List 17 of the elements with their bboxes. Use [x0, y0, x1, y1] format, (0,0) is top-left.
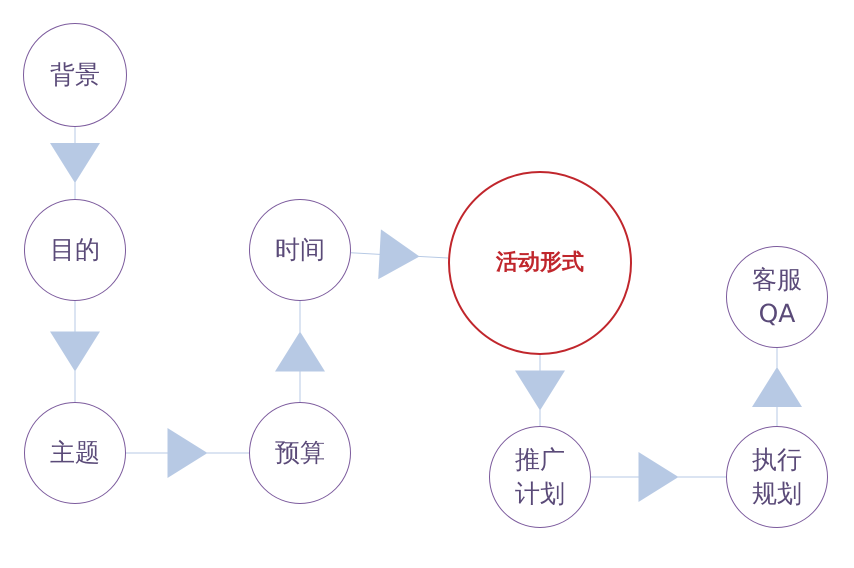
circle-node: 目的	[24, 199, 126, 301]
arrow	[515, 354, 565, 426]
arrow	[590, 452, 726, 502]
arrow	[275, 300, 325, 402]
circle-node: 客服QA	[726, 246, 828, 348]
circle-node: 推广计划	[489, 426, 591, 528]
circle-node: 时间	[249, 199, 351, 301]
arrow	[50, 126, 100, 200]
circle-node: 主题	[24, 402, 126, 504]
circle-node: 背景	[23, 23, 127, 127]
arrow	[126, 428, 250, 478]
circle-node: 预算	[249, 402, 351, 504]
circle-node: 活动形式	[448, 171, 632, 355]
arrow	[752, 348, 802, 426]
arrow	[350, 229, 449, 280]
arrow	[50, 300, 100, 402]
circle-node: 执行规划	[726, 426, 828, 528]
